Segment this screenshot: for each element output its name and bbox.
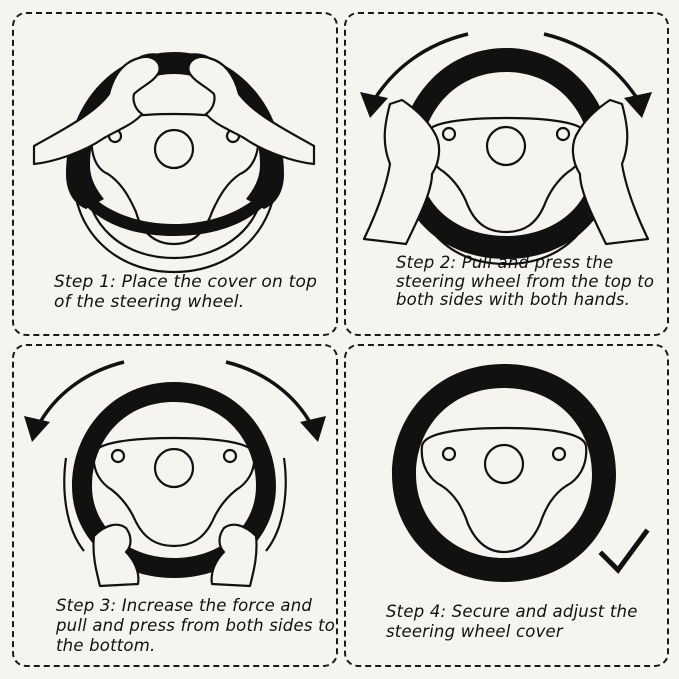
step-4-panel: Step 4: Secure and adjust the steering w… <box>344 344 669 667</box>
step-4-caption: Step 4: Secure and adjust the steering w… <box>386 602 638 641</box>
step-2-caption: Step 2: Pull and press the steering whee… <box>396 253 655 309</box>
step-1-caption: Step 1: Place the cover on top of the st… <box>54 272 318 312</box>
steering-wheel-pull-bottom-icon <box>24 360 326 588</box>
step-3-panel: Step 3: Increase the force and pull and … <box>12 344 338 667</box>
steering-wheel-complete-icon <box>392 364 650 582</box>
checkmark-icon <box>598 528 650 574</box>
steering-wheel-pull-sides-icon <box>360 32 652 266</box>
step-2-panel: Step 2: Pull and press the steering whee… <box>344 12 669 336</box>
step-1-panel: Step 1: Place the cover on top of the st… <box>12 12 338 336</box>
steering-wheel-cover-top-icon <box>32 52 316 274</box>
step-3-caption: Step 3: Increase the force and pull and … <box>56 596 336 655</box>
